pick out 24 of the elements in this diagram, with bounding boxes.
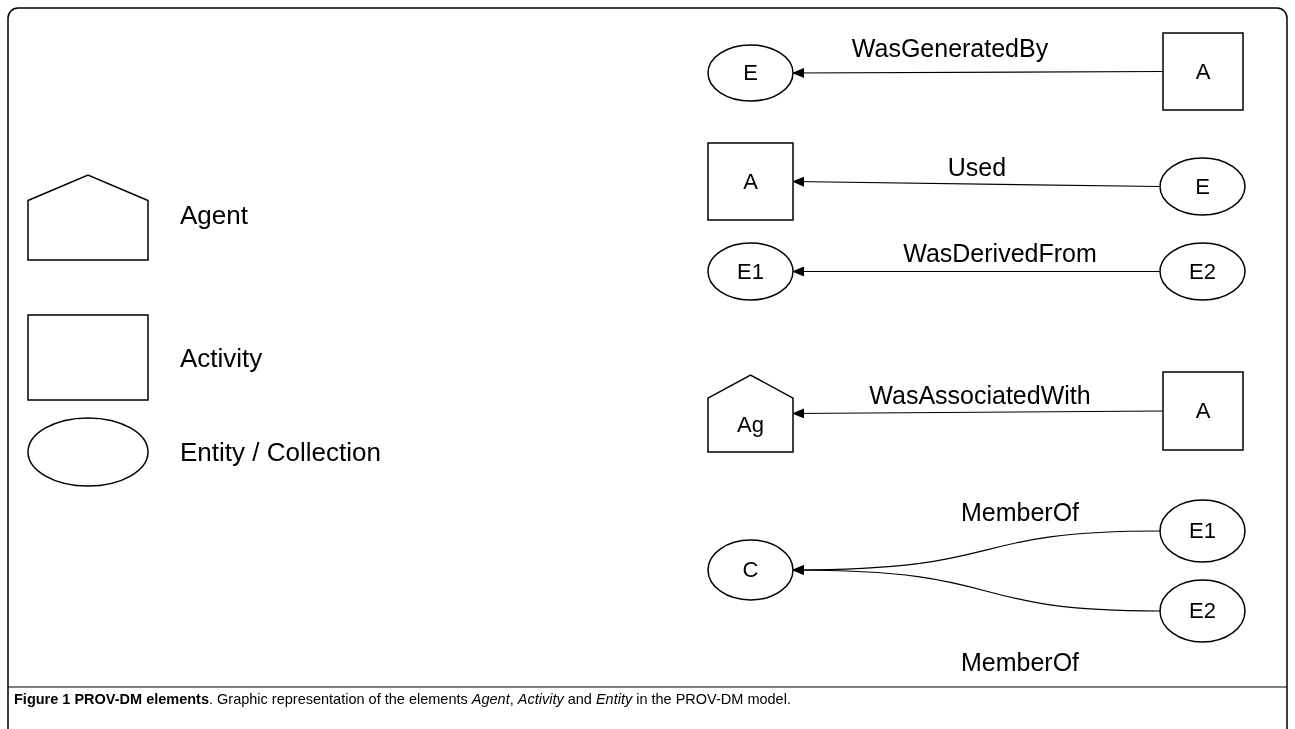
edge-label: MemberOf (960, 648, 1080, 677)
edge-label: Used (947, 153, 1007, 182)
legend-label: Entity / Collection (180, 437, 381, 468)
edge-label: WasGeneratedBy (851, 34, 1049, 63)
edge-label: WasAssociatedWith (869, 381, 1091, 410)
node-label: E2 (1189, 598, 1216, 624)
node-label: Ag (737, 412, 764, 439)
edge-label: MemberOf (960, 498, 1080, 527)
arrow (792, 565, 1161, 612)
figure-caption: Figure 1 PROV-DM elements. Graphic representation of the elements Agent, Activity and Entity in the PROV-DM model. (14, 691, 791, 707)
node-label: E2 (1189, 258, 1216, 285)
arrow (792, 266, 1161, 277)
edge-label: WasDerivedFrom (903, 239, 1097, 268)
node-label: E (743, 60, 758, 86)
legend-label: Activity (180, 343, 263, 374)
node-label: A (743, 168, 758, 195)
node-label: A (1195, 398, 1211, 424)
node-label: E1 (1189, 518, 1216, 544)
legend-label: Agent (180, 200, 248, 231)
node-label: C (742, 557, 759, 583)
arrow (792, 67, 1164, 78)
node-label: A (1195, 58, 1211, 85)
node-label: E1 (737, 258, 764, 285)
node-label: E (1195, 173, 1210, 200)
